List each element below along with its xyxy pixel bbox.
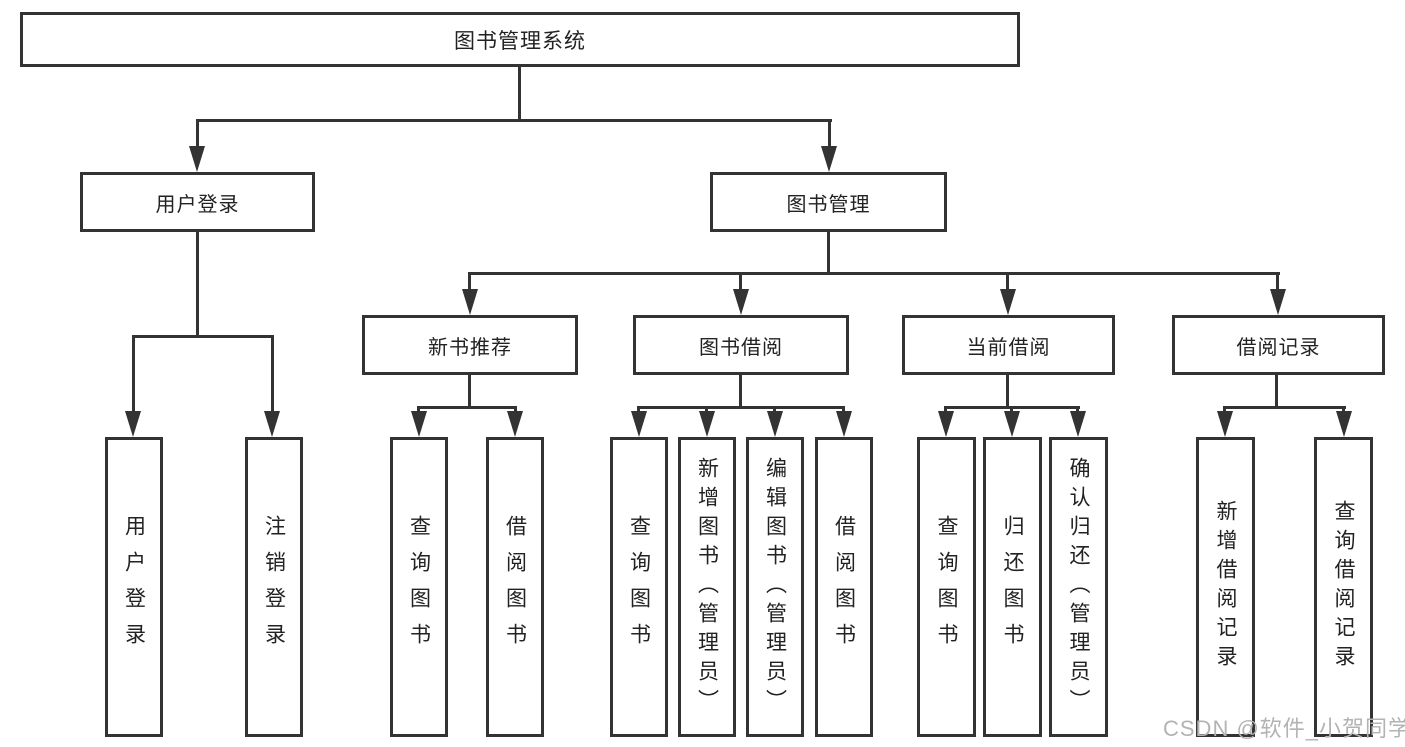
node-label: 查询图书 [407, 515, 431, 659]
node-label: 借阅记录 [1236, 336, 1321, 359]
leaf-query-books: 查询图书 [390, 437, 448, 737]
node-label: 新增图书（管理员） [695, 456, 719, 718]
node-label: 新书推荐 [428, 336, 512, 359]
leaf-borrow-books: 借阅图书 [815, 437, 873, 737]
arrow-down-icon [821, 146, 837, 172]
node-label: 当前借阅 [966, 336, 1051, 359]
arrow-down-icon [1336, 411, 1352, 437]
connector-line [271, 335, 274, 413]
node-label: 确认归还（管理员） [1067, 456, 1090, 718]
leaf-query-books: 查询图书 [610, 437, 668, 737]
connector-line [132, 335, 274, 338]
watermark: CSDN @软件_小贺同学 [1163, 716, 1405, 741]
connector-line [1223, 406, 1346, 409]
connector-line [468, 375, 471, 406]
node-label: 用户登录 [155, 193, 240, 216]
arrow-down-icon [1217, 411, 1233, 437]
connector-line [739, 272, 742, 292]
arrow-down-icon [938, 411, 954, 437]
connector-line [468, 272, 471, 292]
connector-line [1275, 375, 1278, 406]
connector-line [468, 272, 1280, 275]
arrow-down-icon [125, 411, 141, 437]
arrow-down-icon [1000, 289, 1016, 315]
connector-line [196, 232, 199, 335]
connector-line [739, 375, 742, 406]
arrow-down-icon [1070, 411, 1086, 437]
connector-line [196, 119, 199, 149]
arrow-down-icon [189, 146, 205, 172]
connector-line [827, 232, 830, 272]
connector-line [132, 335, 135, 413]
leaf-edit-books-admin: 编辑图书（管理员） [746, 437, 804, 737]
arrow-down-icon [411, 411, 427, 437]
node-label: 查询借阅记录 [1332, 500, 1355, 674]
leaf-add-books-admin: 新增图书（管理员） [678, 437, 736, 737]
leaf-return-books: 归还图书 [983, 437, 1042, 737]
arrow-down-icon [462, 289, 478, 315]
node-label: 新增借阅记录 [1214, 500, 1237, 674]
node-new-book-recommend: 新书推荐 [362, 315, 578, 375]
node-label: 图书借阅 [699, 336, 783, 359]
arrow-down-icon [836, 411, 852, 437]
node-user-login: 用户登录 [80, 172, 315, 232]
node-label: 借阅图书 [832, 515, 856, 659]
node-book-borrowing: 图书借阅 [633, 315, 849, 375]
leaf-borrow-books: 借阅图书 [486, 437, 544, 737]
leaf-user-login: 用户登录 [105, 437, 163, 737]
arrow-down-icon [264, 411, 280, 437]
connector-line [1276, 272, 1279, 292]
node-label: 查询图书 [935, 515, 958, 659]
arrow-down-icon [631, 411, 647, 437]
node-label: 编辑图书（管理员） [763, 456, 787, 718]
arrow-down-icon [699, 411, 715, 437]
node-label: 查询图书 [627, 515, 651, 659]
node-label: 归还图书 [1001, 515, 1024, 659]
node-label: 借阅图书 [503, 515, 527, 659]
connector-line [637, 406, 845, 409]
connector-line [196, 119, 832, 122]
connector-line [518, 67, 521, 119]
node-current-borrowing: 当前借阅 [902, 315, 1115, 375]
arrow-down-icon [1270, 289, 1286, 315]
node-label: 用户登录 [122, 515, 146, 659]
node-library-management-system: 图书管理系统 [20, 12, 1020, 67]
leaf-query-books: 查询图书 [917, 437, 976, 737]
connector-line [417, 406, 517, 409]
node-book-management: 图书管理 [710, 172, 947, 232]
connector-line [1006, 272, 1009, 292]
arrow-down-icon [507, 411, 523, 437]
node-label: 图书管理 [786, 193, 871, 216]
node-label: 图书管理系统 [454, 29, 586, 53]
leaf-logout: 注销登录 [245, 437, 303, 737]
connector-line [828, 119, 831, 149]
leaf-confirm-return-admin: 确认归还（管理员） [1049, 437, 1108, 737]
arrow-down-icon [1004, 411, 1020, 437]
node-label: 注销登录 [262, 515, 286, 659]
leaf-add-borrow-record: 新增借阅记录 [1196, 437, 1255, 737]
leaf-query-borrow-record: 查询借阅记录 [1314, 437, 1373, 737]
arrow-down-icon [767, 411, 783, 437]
arrow-down-icon [733, 289, 749, 315]
connector-line [1006, 375, 1009, 406]
node-borrowing-records: 借阅记录 [1172, 315, 1385, 375]
